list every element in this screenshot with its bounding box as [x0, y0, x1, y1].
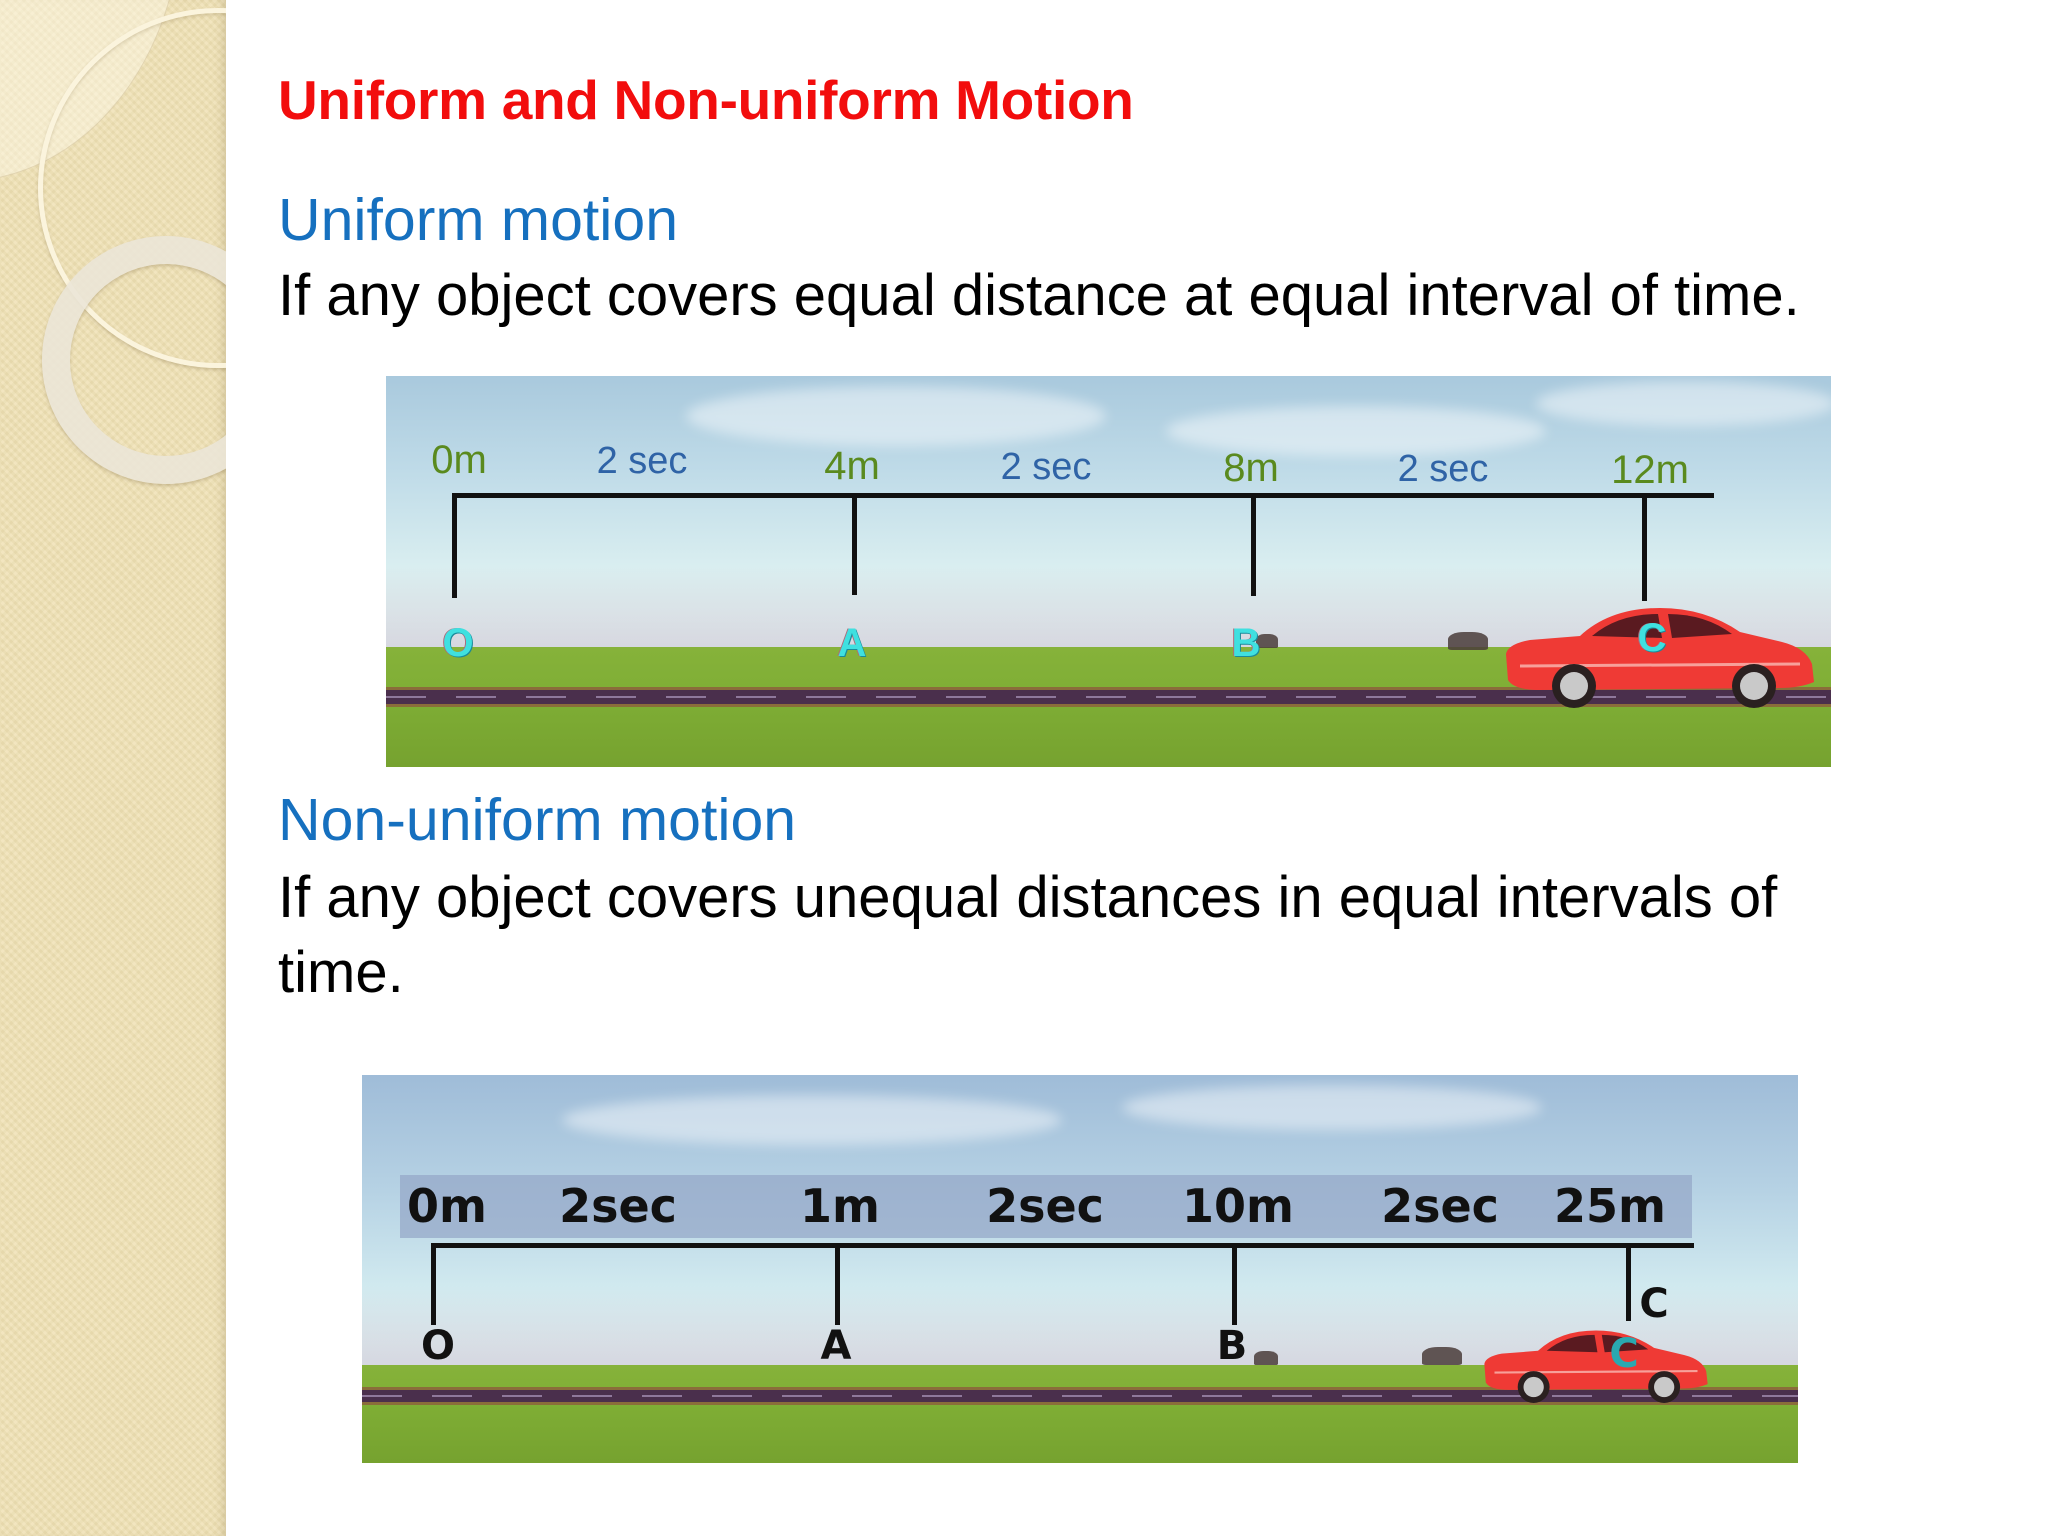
distance-label: 10m: [1182, 1179, 1294, 1233]
distance-label: 0m: [407, 1179, 487, 1233]
tick-o: [452, 493, 457, 598]
distance-label: 12m: [1611, 448, 1689, 492]
red-car-icon: [1506, 608, 1814, 708]
interval-label: 2sec: [986, 1179, 1104, 1233]
tick-b: [1251, 496, 1256, 596]
interval-label: 2 sec: [596, 440, 688, 482]
point-label: A: [820, 1323, 852, 1369]
interval-label: 2 sec: [1000, 446, 1092, 488]
non-uniform-motion-diagram: 0m 2sec 1m 2sec 10m 2sec 25m O A B C C: [362, 1075, 1798, 1463]
measure-bar: [452, 493, 1714, 498]
road: [386, 687, 1831, 707]
car-marker-label: C: [1609, 1331, 1639, 1377]
distance-label: 25m: [1554, 1179, 1666, 1233]
point-label: C: [1639, 1281, 1669, 1327]
tick-b: [1232, 1245, 1237, 1325]
measure-bar: [431, 1243, 1694, 1248]
point-label: O: [420, 1323, 456, 1369]
distance-label: 1m: [800, 1179, 880, 1233]
decorative-side-strip: [0, 0, 226, 1536]
uniform-motion-heading: Uniform motion: [278, 187, 679, 253]
uniform-motion-definition: If any object covers equal distance at e…: [278, 263, 1800, 328]
uniform-motion-diagram: 0m 2 sec 4m 2 sec 8m 2 sec 12m O A B C: [386, 376, 1831, 767]
tick-a: [852, 495, 857, 595]
point-label: C: [1637, 616, 1667, 660]
point-label: O: [442, 621, 474, 665]
tick-a: [835, 1245, 840, 1325]
point-label: B: [1231, 621, 1261, 665]
interval-label: 2 sec: [1397, 448, 1489, 490]
slide-title: Uniform and Non-uniform Motion: [278, 69, 1134, 131]
distance-label: 8m: [1223, 446, 1279, 490]
tick-c: [1642, 496, 1647, 601]
tick-c: [1626, 1245, 1631, 1321]
point-label: B: [1216, 1323, 1248, 1369]
distance-label: 0m: [431, 438, 487, 482]
distance-label: 4m: [824, 444, 880, 488]
red-car-icon: [1484, 1330, 1708, 1403]
interval-label: 2sec: [1381, 1179, 1499, 1233]
non-uniform-motion-definition-line1: If any object covers unequal distances i…: [278, 865, 1778, 930]
tick-o: [431, 1243, 436, 1325]
label-band: [400, 1175, 1692, 1238]
non-uniform-motion-heading: Non-uniform motion: [278, 787, 797, 853]
interval-label: 2sec: [559, 1179, 677, 1233]
road: [362, 1387, 1798, 1405]
point-label: A: [837, 621, 867, 665]
non-uniform-motion-definition-line2: time.: [278, 940, 404, 1005]
